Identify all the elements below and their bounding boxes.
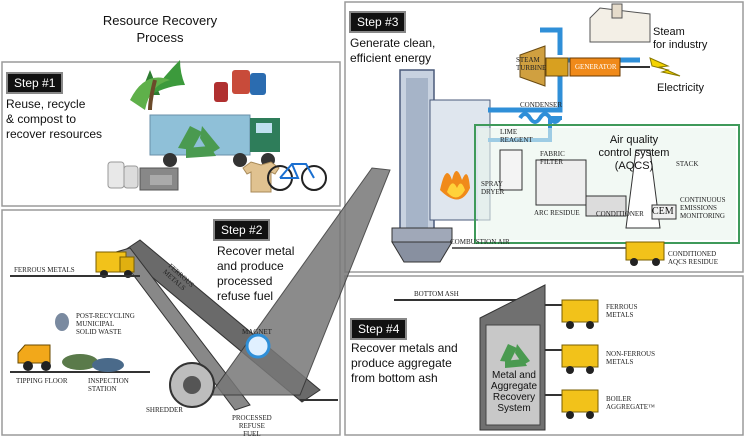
spray-dryer-line-1: SPRAY	[481, 180, 503, 188]
boiler-aggregate-line-2: AGGREGATE™	[606, 403, 655, 411]
step2-line-1: Recover metal	[217, 244, 295, 258]
non-ferrous-label: NON-FERROUS METALS	[606, 350, 655, 366]
conditioned-residue-line-1: CONDITIONED	[668, 250, 717, 258]
cem-label: CEM	[652, 206, 674, 217]
recovery-line-1: Metal and	[492, 370, 536, 381]
step1-badge: Step #1	[6, 72, 64, 94]
fabric-filter-line-1: FABRIC	[540, 150, 565, 158]
prf-line-1: PROCESSED	[232, 414, 272, 422]
steam-line-2: for industry	[653, 39, 708, 51]
step1-panel	[1, 61, 341, 207]
inspection-line-2: STATION	[88, 385, 117, 393]
title-line-2: Process	[136, 30, 184, 45]
cem-description: CONTINUOUS EMISSIONS MONITORING	[680, 196, 726, 220]
ferrous-metals-left-label: FERROUS METALS	[14, 266, 75, 274]
step1-description: Reuse, recycle & compost to recover reso…	[6, 97, 102, 142]
non-ferrous-line-1: NON-FERROUS	[606, 350, 656, 358]
boiler-aggregate-line-1: BOILER	[606, 395, 632, 403]
prf-line-3: FUEL	[243, 430, 261, 438]
title-line-1: Resource Recovery	[102, 13, 218, 28]
step2-badge: Step #2	[213, 219, 271, 241]
ferrous-right-line-2: METALS	[606, 311, 634, 319]
steam-turbine-line-1: STEAM	[516, 56, 540, 64]
step1-line-1: Reuse, recycle	[6, 97, 86, 111]
step1-line-3: recover resources	[6, 127, 103, 141]
recovery-line-2: Aggregate	[490, 381, 538, 392]
aqcs-line-3: (AQCS)	[614, 160, 654, 172]
lime-reagent-line-2: REAGENT	[500, 136, 533, 144]
step4-line-2: produce aggregate	[351, 356, 452, 370]
shredder-label: SHREDDER	[146, 406, 183, 414]
fabric-filter-label: FABRIC FILTER	[540, 150, 565, 166]
stack-label: STACK	[676, 160, 699, 168]
conditioned-residue-label: CONDITIONED AQCS RESIDUE	[668, 250, 718, 266]
steam-turbine-line-2: TURBINE	[516, 64, 547, 72]
step3-panel	[344, 1, 744, 273]
inspection-station-label: INSPECTION STATION	[88, 377, 129, 393]
page-title: Resource Recovery Process	[95, 12, 225, 46]
step2-description: Recover metal and produce processed refu…	[217, 244, 294, 304]
inspection-line-1: INSPECTION	[88, 377, 129, 385]
fabric-filter-line-2: FILTER	[540, 158, 564, 166]
energy-plant-illustration	[391, 3, 740, 266]
recovery-line-3: Recovery	[492, 392, 536, 403]
bottom-ash-label: BOTTOM ASH	[414, 290, 459, 298]
electricity-label: Electricity	[657, 82, 705, 94]
magnet-label: MAGNET	[242, 328, 272, 336]
step3-line-2: efficient energy	[350, 51, 432, 65]
prf-line-2: REFUSE	[238, 422, 265, 430]
processed-refuse-fuel-label: PROCESSED REFUSE FUEL	[232, 414, 272, 438]
step4-line-1: Recover metals and	[351, 341, 458, 355]
lime-reagent-label: LIME REAGENT	[500, 128, 533, 144]
ferrous-metals-right-label: FERROUS METALS	[606, 303, 638, 319]
step2-panel	[1, 209, 341, 436]
ash-recovery-illustration	[394, 284, 599, 431]
steam-turbine-label: STEAM TURBINE	[516, 56, 546, 72]
step3-badge: Step #3	[349, 11, 407, 33]
cem-desc-line-1: CONTINUOUS	[680, 196, 726, 204]
fuel-processing-illustration	[10, 167, 391, 411]
conditioned-residue-line-2: AQCS RESIDUE	[668, 258, 718, 266]
step3-line-1: Generate clean,	[350, 36, 436, 50]
cem-desc-line-2: EMISSIONS	[680, 204, 717, 212]
step1-line-2: & compost to	[6, 112, 77, 126]
steam-label: Steam for industry	[653, 26, 707, 52]
recovery-line-4: System	[497, 403, 531, 414]
aqcs-line-2: control system	[598, 147, 670, 159]
post-recycling-line-2: MUNICIPAL	[76, 320, 115, 328]
lime-reagent-line-1: LIME	[500, 128, 518, 136]
aqcs-line-1: Air quality	[609, 134, 659, 146]
spray-dryer-line-2: DRYER	[481, 188, 505, 196]
recycled-goods-illustration	[107, 60, 327, 193]
step3-description: Generate clean, efficient energy	[350, 36, 435, 66]
step4-description: Recover metals and produce aggregate fro…	[351, 341, 458, 386]
post-recycling-line-1: POST-RECYCLING	[76, 312, 135, 320]
conditioner-label: CONDITIONER	[596, 210, 644, 218]
arc-residue-label: ARC RESIDUE	[534, 209, 580, 217]
spray-dryer-label: SPRAY DRYER	[481, 180, 504, 196]
steam-line-1: Steam	[653, 26, 685, 38]
step2-line-2: and produce	[217, 259, 284, 273]
condenser-label: CONDENSER	[520, 101, 563, 109]
generator-label: GENERATOR	[575, 63, 617, 71]
post-recycling-line-3: SOLID WASTE	[76, 328, 122, 336]
post-recycling-label: POST-RECYCLING MUNICIPAL SOLID WASTE	[76, 312, 135, 336]
step4-panel	[344, 275, 744, 436]
aqcs-label: Air quality control system (AQCS)	[586, 134, 682, 173]
recovery-system-label: Metal and Aggregate Recovery System	[484, 370, 544, 414]
cem-desc-line-3: MONITORING	[680, 212, 725, 220]
step4-line-3: from bottom ash	[351, 371, 438, 385]
step4-badge: Step #4	[350, 318, 408, 340]
non-ferrous-line-2: METALS	[606, 358, 634, 366]
combustion-air-label: COMBUSTION AIR	[450, 238, 510, 246]
boiler-aggregate-label: BOILER AGGREGATE™	[606, 395, 655, 411]
tipping-floor-label: TIPPING FLOOR	[16, 377, 68, 385]
step2-line-4: refuse fuel	[217, 289, 274, 303]
step2-line-3: processed	[217, 274, 273, 288]
ferrous-right-line-1: FERROUS	[606, 303, 638, 311]
